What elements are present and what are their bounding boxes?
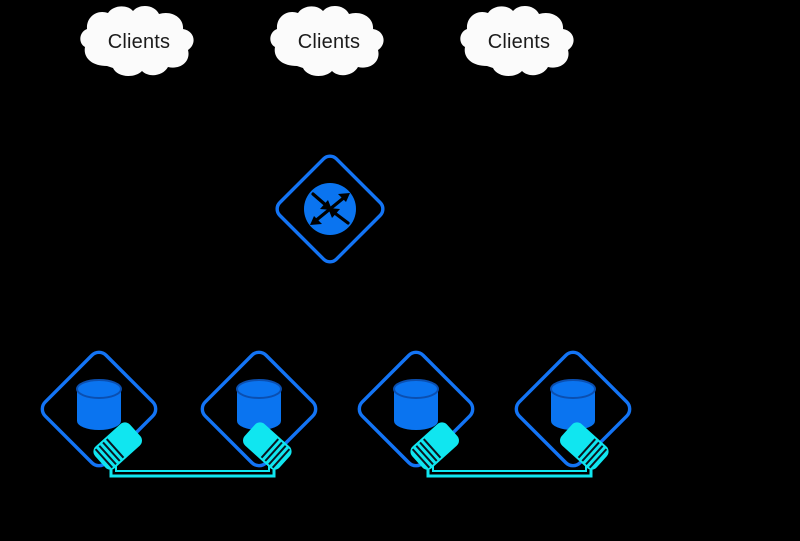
cloud-icon: [270, 5, 384, 77]
cylinder-shape: [393, 379, 439, 430]
cable-link-icon: [410, 422, 609, 478]
client-cloud-2[interactable]: Clients: [263, 4, 395, 80]
client-cloud-1[interactable]: Clients: [73, 4, 205, 80]
database-icon: [514, 350, 632, 468]
database-icon: [200, 350, 318, 468]
cylinder-shape: [236, 379, 282, 430]
cylinder-shape: [550, 379, 596, 430]
router-icon: [275, 154, 385, 264]
client-cloud-3[interactable]: Clients: [453, 4, 585, 80]
database-icon: [40, 350, 158, 468]
router-node[interactable]: [272, 148, 388, 270]
database-icon: [357, 350, 475, 468]
cable-link-2[interactable]: [410, 420, 609, 486]
cylinder-shape: [76, 379, 122, 430]
database-node-1[interactable]: [38, 348, 160, 470]
cloud-icon: [460, 5, 574, 77]
cloud-icon: [80, 5, 194, 77]
cable-link-icon: [93, 422, 292, 478]
database-node-4[interactable]: [512, 348, 634, 470]
database-node-3[interactable]: [355, 348, 477, 470]
cable-link-1[interactable]: [93, 420, 292, 486]
database-node-2[interactable]: [198, 348, 320, 470]
